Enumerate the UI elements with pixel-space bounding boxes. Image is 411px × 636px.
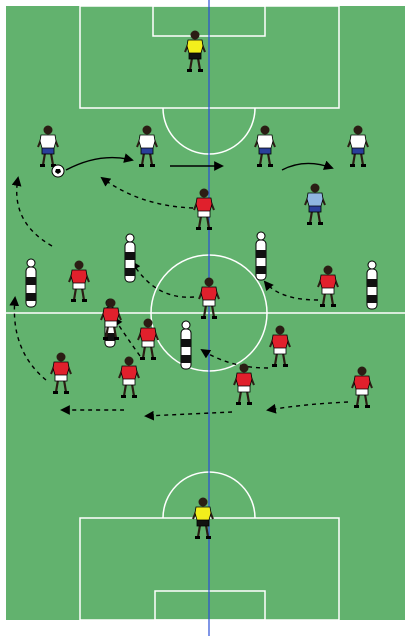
ball-icon <box>52 165 64 177</box>
